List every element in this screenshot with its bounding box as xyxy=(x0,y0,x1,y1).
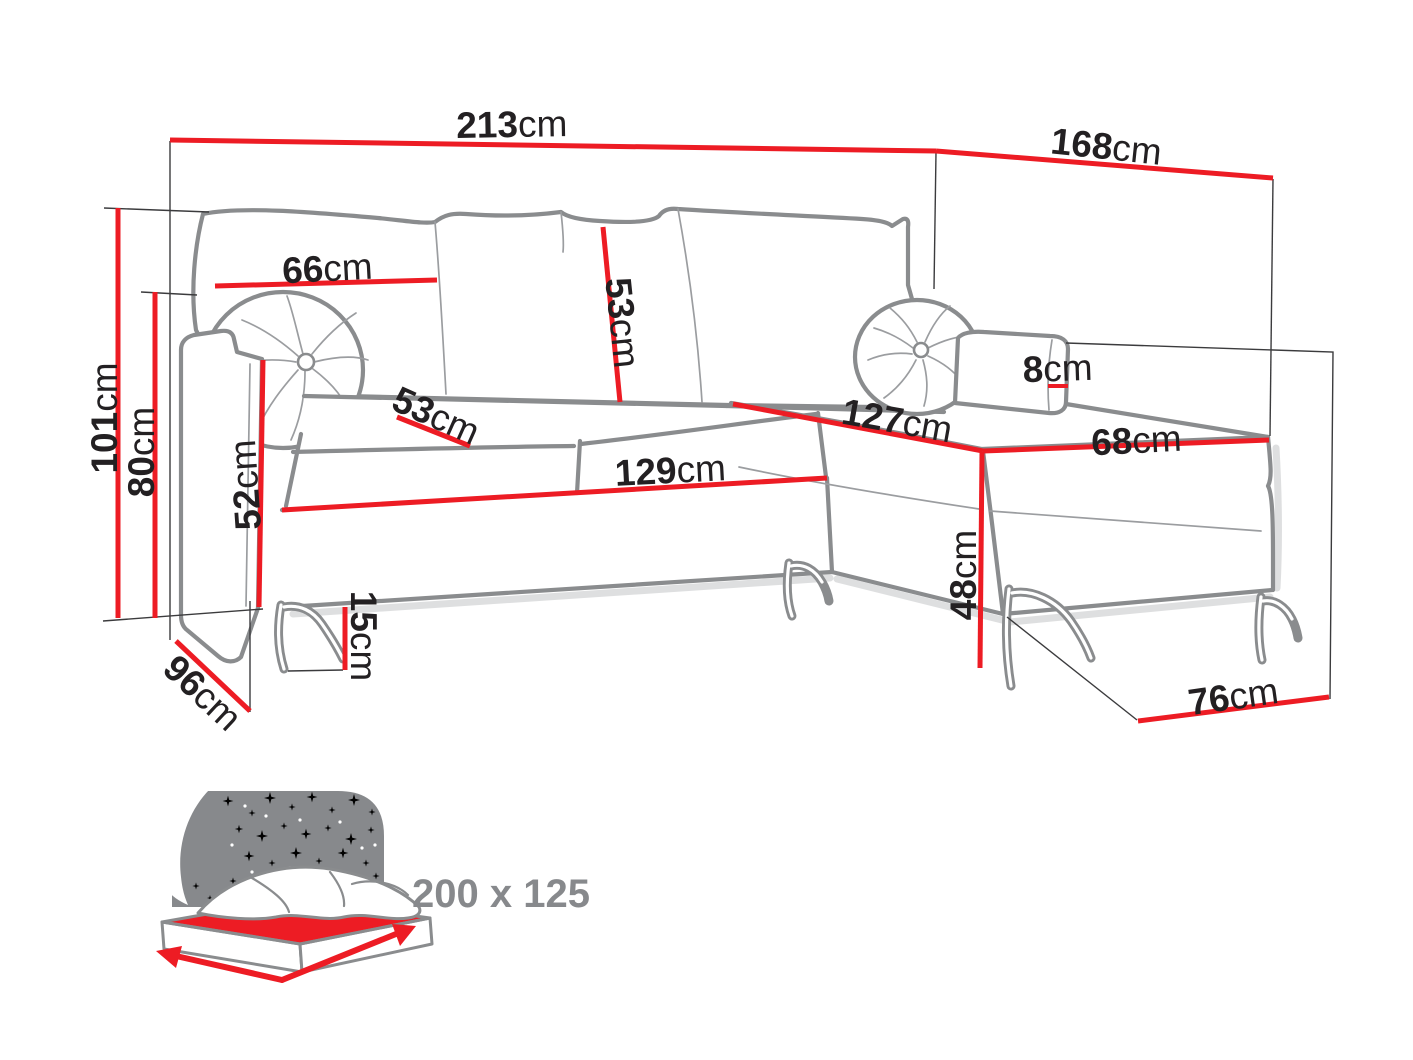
dim-back-cushion-height-label: 53cm xyxy=(597,276,647,370)
floor-shadow xyxy=(833,575,1010,625)
seat-surface xyxy=(282,396,1268,511)
chaise-panel xyxy=(983,437,1273,615)
dim-back-cushion-width-line xyxy=(214,277,438,289)
dim-chaise-seat-height-line xyxy=(977,451,985,669)
dim-seat-cushion-depth-line xyxy=(396,414,471,449)
sleeping-area-label: 200 x 125 xyxy=(412,872,590,916)
dim-backrest-height-label: 80cm xyxy=(121,407,162,497)
dim-corner-edge-width-line xyxy=(732,401,984,454)
dim-chaise-seat-height-label: 48cm xyxy=(943,530,984,620)
dim-seat-front-width-label: 129cm xyxy=(614,447,727,494)
dim-seat-front-width-line xyxy=(281,475,828,513)
dim-armrest-height-label: 52cm xyxy=(222,438,269,531)
pillow-bump xyxy=(350,880,410,897)
dim-chaise-front-depth-line xyxy=(1137,694,1330,724)
front-panel xyxy=(282,478,832,607)
cushion-crease xyxy=(434,221,447,395)
sofa-legs xyxy=(274,558,1303,691)
dimension-labels: 213cm 168cm 66cm 53cm 101cm 80cm 52cm 53… xyxy=(84,103,1281,739)
chaise-front-leg xyxy=(1002,584,1096,691)
dim-leg-height-label: 15cm xyxy=(343,591,384,681)
dim-total-width-line xyxy=(169,137,937,154)
dim-chaise-seat-width-line xyxy=(982,437,1270,454)
floor-shadow xyxy=(1006,593,1274,626)
dim-chaise-seat-width-label: 68cm xyxy=(1090,418,1183,464)
width-arrow-head xyxy=(156,946,182,968)
sofa-bed-icon: 200 x 125 xyxy=(152,788,590,983)
mattress xyxy=(156,865,434,983)
dim-armrest-height-line xyxy=(256,359,266,608)
dim-chaise-total-length-line xyxy=(935,148,1274,181)
length-arrow-icon xyxy=(279,931,399,983)
dim-sofa-depth-line xyxy=(174,639,252,713)
cushion-crease xyxy=(677,208,703,403)
floor-shadow xyxy=(289,574,834,618)
dim-chaise-front-depth-label: 76cm xyxy=(1186,670,1281,723)
extension-lines xyxy=(102,141,1334,721)
dimension-lines xyxy=(115,137,1330,724)
dim-total-width-label: 213cm xyxy=(456,103,568,146)
width-arrow-icon xyxy=(173,953,285,983)
front-middle-leg xyxy=(782,558,834,621)
cushion-crease xyxy=(560,211,565,253)
duvet-fold xyxy=(250,876,291,914)
dim-armrest-cushion-height-label: 8cm xyxy=(1022,347,1093,390)
dim-total-height-label: 101cm xyxy=(84,362,125,473)
front-left-leg xyxy=(274,600,348,674)
stars xyxy=(192,791,380,901)
duvet-fold xyxy=(328,870,346,908)
dim-back-cushion-height-line xyxy=(600,226,623,403)
dim-chaise-total-length-label: 168cm xyxy=(1049,120,1164,172)
length-arrow-head xyxy=(392,924,416,946)
dim-back-cushion-width-label: 66cm xyxy=(281,246,374,292)
chaise-right-leg xyxy=(1254,592,1303,665)
moon-icon xyxy=(152,788,210,905)
floor-shadow xyxy=(1272,444,1282,592)
right-armrest-cushion xyxy=(952,329,1071,416)
